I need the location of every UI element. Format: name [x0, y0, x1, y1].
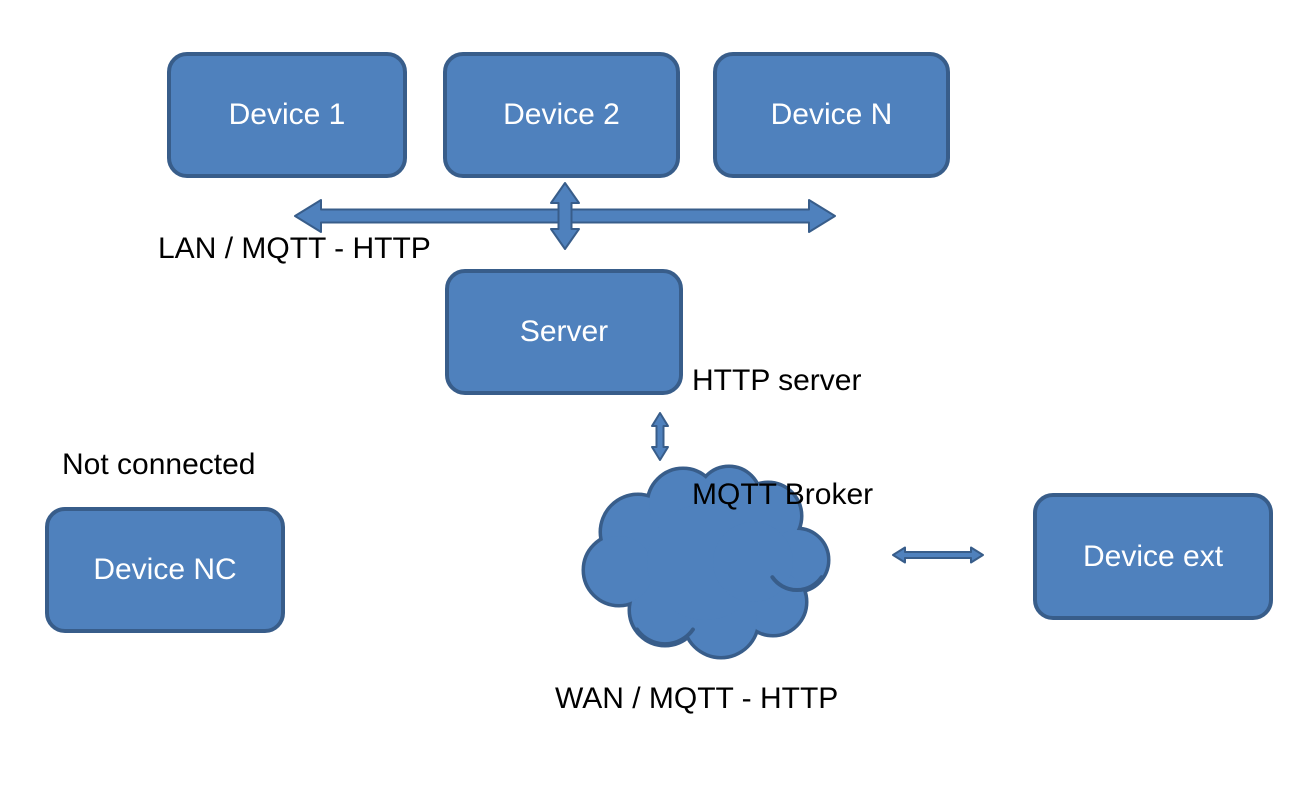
node-device-2: Device 2	[443, 52, 680, 178]
lan-bus-label: LAN / MQTT - HTTP	[158, 232, 431, 265]
server-roles-label: HTTP server MQTT Broker	[692, 290, 873, 586]
node-device-1: Device 1	[167, 52, 407, 178]
cloud-deviceext-arrow	[892, 546, 984, 564]
wan-cloud-body	[585, 468, 827, 656]
device2-lan-arrow	[550, 182, 580, 250]
node-device-n: Device N	[713, 52, 950, 178]
wan-cloud-inner-arc-bottom	[635, 627, 695, 647]
wan-cloud-inner-arc-right	[770, 575, 824, 592]
node-server: Server	[445, 269, 683, 395]
wan-cloud-label: WAN / MQTT - HTTP	[555, 682, 839, 715]
server-role-http: HTTP server	[692, 364, 862, 397]
node-device-1-label: Device 1	[228, 98, 346, 131]
server-role-mqtt: MQTT Broker	[692, 478, 874, 511]
not-connected-label: Not connected	[62, 448, 256, 481]
node-device-2-label: Device 2	[503, 98, 620, 131]
node-server-label: Server	[519, 315, 609, 348]
node-device-ext: Device ext	[1033, 493, 1273, 620]
wan-cloud	[581, 464, 831, 660]
node-device-ext-label: Device ext	[1082, 539, 1224, 573]
node-device-n-label: Device N	[770, 98, 893, 131]
node-device-nc-label: Device NC	[93, 553, 237, 586]
node-device-nc: Device NC	[45, 507, 285, 633]
server-cloud-arrow	[651, 412, 669, 461]
